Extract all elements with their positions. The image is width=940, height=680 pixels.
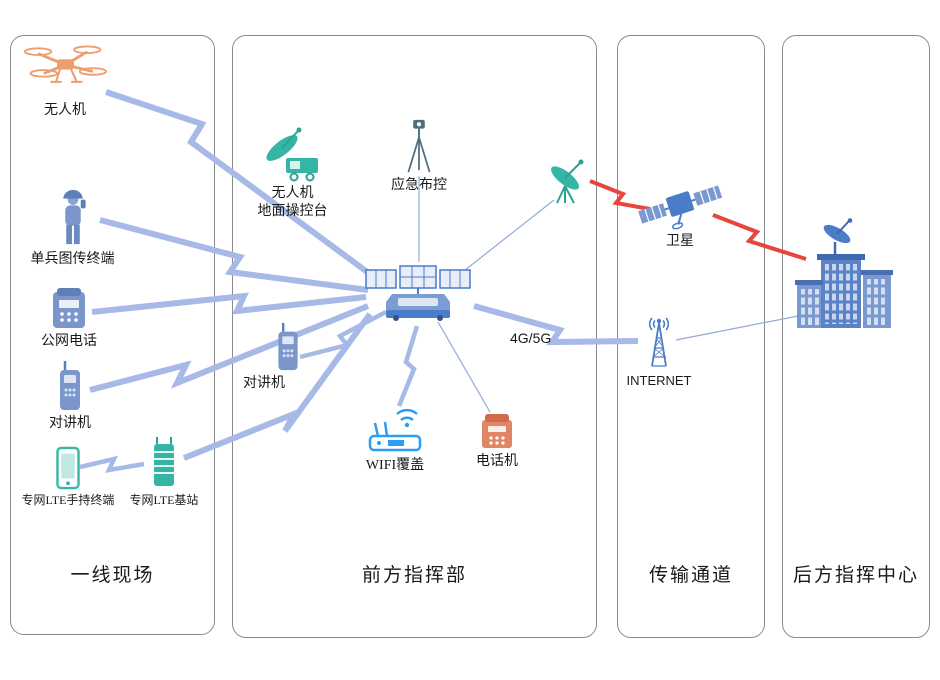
lte-handheld-label: 专网LTE手持终端	[21, 493, 115, 507]
soldier-icon	[62, 189, 86, 245]
drone-label: 无人机	[44, 103, 86, 118]
desk-phone-icon	[53, 288, 85, 328]
walkie-talkie-icon	[60, 361, 80, 410]
ground-control-label-line1: 无人机	[271, 186, 314, 201]
walkie-talkie-icon	[278, 322, 298, 371]
satellite-label: 卫星	[666, 234, 694, 249]
wifi-router-icon	[368, 409, 422, 452]
node-command-vehicle	[362, 260, 474, 322]
satellite-icon	[638, 185, 723, 230]
node-public-phone: 公网电话	[30, 286, 108, 351]
satellite-dish-icon	[265, 127, 318, 182]
node-walkie-front: 对讲机	[35, 360, 105, 433]
node-ground-control: 无人机 地面操控台	[250, 126, 335, 221]
panel-rear-command-center	[782, 35, 930, 638]
cellular-link-label: 4G/5G	[510, 330, 552, 346]
node-building	[788, 218, 898, 330]
walkie-cmd-label: 对讲机	[243, 376, 285, 391]
drone-icon	[23, 45, 107, 83]
node-uplink-dish	[538, 156, 598, 206]
walkie-front-label: 对讲机	[49, 416, 91, 431]
telephone-icon	[482, 414, 512, 448]
node-drone: 无人机	[20, 44, 110, 120]
panel-title-transmission: 传输通道	[648, 565, 733, 586]
antenna-tower-icon	[648, 317, 670, 367]
telephone-label: 电话机	[476, 454, 518, 469]
node-lte-handheld: 专网LTE手持终端	[8, 446, 128, 509]
lte-base-label: 专网LTE基站	[129, 493, 199, 507]
node-lte-base: 专网LTE基站	[118, 436, 210, 509]
ground-control-label-line2: 地面操控台	[257, 204, 328, 220]
lte-base-station-icon	[154, 437, 174, 486]
node-emergency-control: 应急布控	[391, 118, 447, 195]
panel-title-rear-command: 后方指挥中心	[792, 565, 919, 586]
command-building-icon	[795, 218, 893, 328]
satellite-dish-icon	[551, 159, 584, 204]
soldier-terminal-label: 单兵图传终端	[30, 252, 115, 267]
node-satellite: 卫星	[630, 178, 730, 251]
node-walkie-cmd: 对讲机	[243, 322, 314, 393]
internet-label: INTERNET	[626, 373, 692, 388]
wifi-label: WIFI覆盖	[365, 458, 425, 473]
command-vehicle-icon	[365, 265, 471, 321]
panel-title-forward-command: 前方指挥部	[361, 565, 467, 586]
public-phone-label: 公网电话	[41, 334, 97, 349]
camera-tripod-icon	[407, 119, 431, 173]
node-internet: INTERNET	[614, 316, 704, 390]
node-soldier-terminal: 单兵图传终端	[30, 188, 115, 269]
node-telephone: 电话机	[462, 412, 532, 471]
node-wifi: WIFI覆盖	[352, 406, 438, 475]
panel-title-front-line: 一线现场	[70, 565, 155, 586]
lte-handheld-icon	[56, 446, 80, 490]
emergency-control-label: 应急布控	[391, 178, 447, 193]
